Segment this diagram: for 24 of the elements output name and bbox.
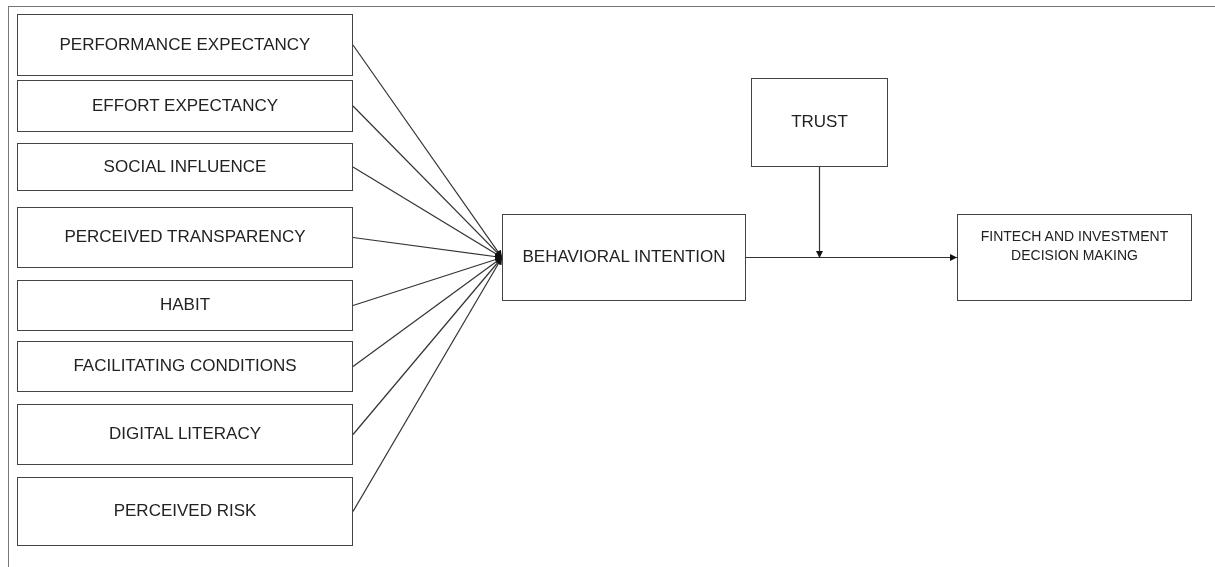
process-box bbox=[957, 214, 1192, 301]
box-label: EFFORT EXPECTANCY bbox=[91, 94, 279, 117]
box-label: SOCIAL INFLUENCE bbox=[103, 155, 267, 178]
process-box bbox=[751, 78, 888, 167]
process-box bbox=[17, 80, 353, 132]
box-label: FACILITATING CONDITIONS bbox=[73, 355, 297, 378]
box-label: PERCEIVED TRANSPARENCY bbox=[64, 226, 306, 249]
process-box bbox=[17, 280, 353, 331]
process-box bbox=[17, 143, 353, 191]
box-label: BEHAVIORAL INTENTION bbox=[522, 246, 726, 269]
arrow bbox=[816, 166, 823, 259]
process-box bbox=[17, 341, 353, 392]
process-box bbox=[17, 207, 353, 268]
box-label: PERFORMANCE EXPECTANCY bbox=[59, 33, 311, 56]
process-box bbox=[17, 14, 353, 76]
process-box bbox=[502, 214, 746, 301]
box-label: TRUST bbox=[791, 111, 848, 134]
box-label: DIGITAL LITERACY bbox=[108, 423, 262, 446]
arrow bbox=[745, 254, 958, 261]
process-box bbox=[17, 404, 353, 465]
box-label: PERCEIVED RISK bbox=[113, 500, 257, 523]
process-box bbox=[17, 477, 353, 546]
box-label: HABIT bbox=[159, 294, 211, 317]
box-label: FINTECH AND INVESTMENT DECISION MAKING bbox=[979, 227, 1170, 265]
